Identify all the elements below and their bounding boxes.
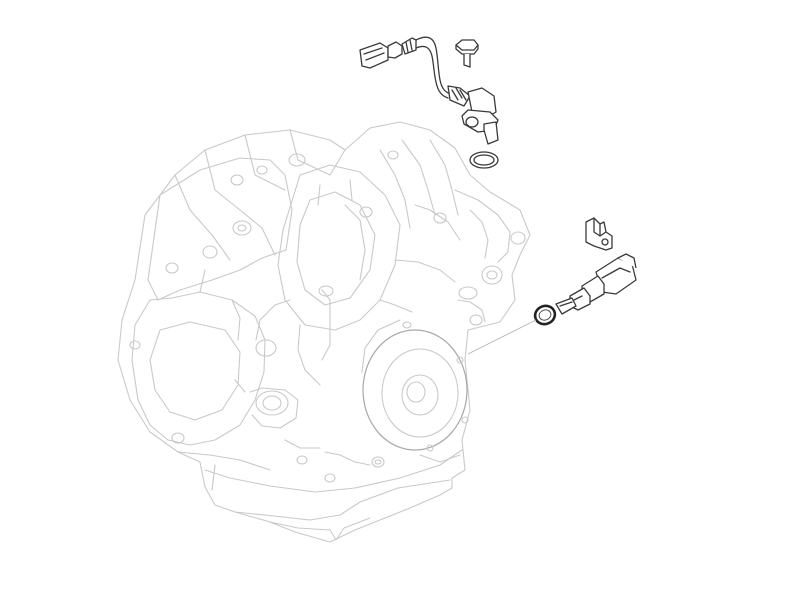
output-speed-sensor-icon <box>555 253 637 315</box>
transaxle-housing-icon <box>117 121 531 543</box>
wire-connector-icon <box>359 36 451 99</box>
o-ring-icon <box>469 151 499 169</box>
bolt-icon <box>455 39 479 68</box>
speed-sensor-icon <box>447 85 499 145</box>
bracket-icon <box>585 217 613 251</box>
sensor-seal-ring-icon <box>533 304 557 326</box>
assembly-leader-line <box>467 319 537 355</box>
side-cover-icon <box>361 319 469 452</box>
